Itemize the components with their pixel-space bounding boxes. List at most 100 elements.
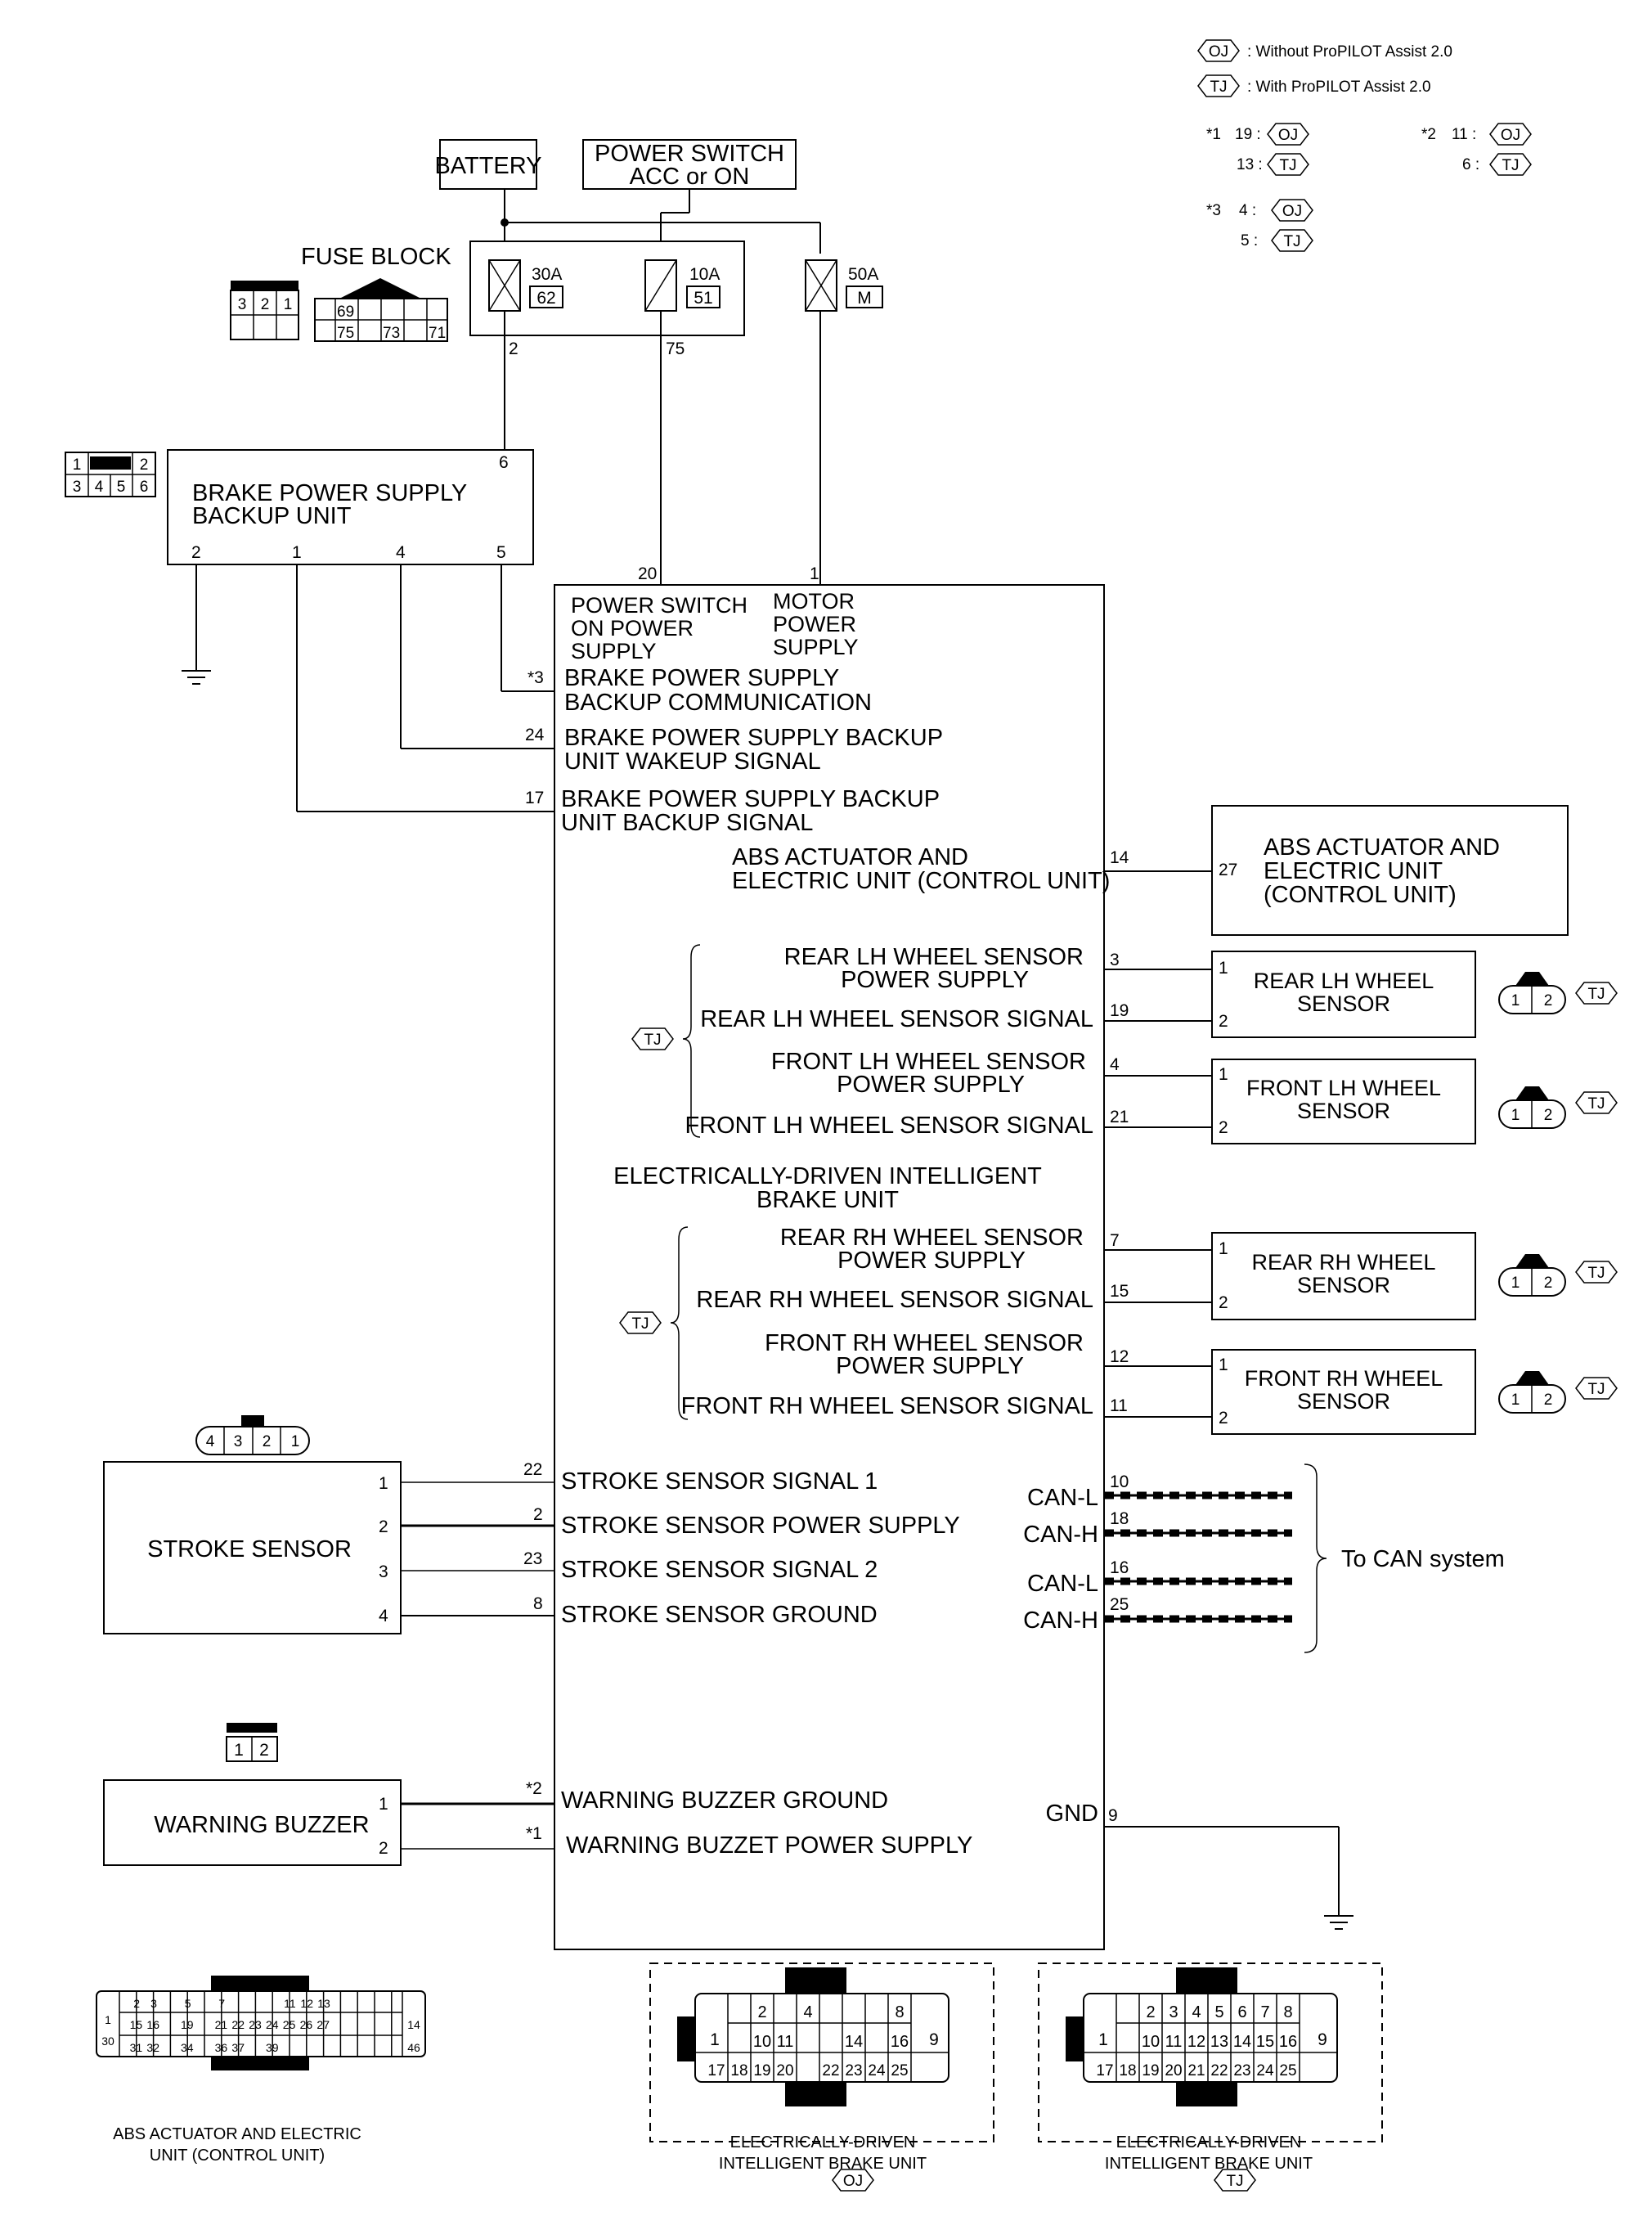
note2-b: 6 :: [1462, 156, 1479, 173]
motor-label-2: POWER: [773, 612, 856, 636]
abs-unit-label-3: (CONTROL UNIT): [1264, 882, 1457, 908]
connector-pin-label: 11: [777, 2033, 794, 2051]
tj-bracket-rh: [670, 1226, 689, 1420]
front-rh-label-2: SENSOR: [1297, 1389, 1390, 1414]
power-switch-label-1: POWER SWITCH: [595, 141, 784, 167]
svg-text:1: 1: [73, 456, 82, 474]
backup-pin-1: 1: [292, 543, 302, 562]
tj-bracket-lh: [682, 944, 701, 1138]
backup-label-2: UNIT BACKUP SIGNAL: [561, 810, 813, 836]
fuse2-no: 51: [694, 289, 712, 308]
pin-18: 18: [1110, 1509, 1129, 1528]
svg-text:1: 1: [1219, 1065, 1228, 1084]
pin-24: 24: [525, 726, 545, 744]
svg-text:2: 2: [1219, 1293, 1228, 1312]
can-bracket: [1304, 1463, 1327, 1653]
unit-label-1: ELECTRICALLY-DRIVEN INTELLIGENT: [613, 1163, 1042, 1189]
svg-text:1: 1: [284, 296, 293, 313]
oj-tag-icon: [1197, 39, 1240, 62]
fr-pwr-label-1: FRONT RH WHEEL SENSOR: [765, 1330, 1084, 1356]
connector-pin-label: 18: [1119, 2062, 1136, 2079]
svg-text:3: 3: [238, 296, 247, 313]
connector-pin-label: 18: [730, 2062, 747, 2079]
oj-tag-icon: [1489, 123, 1532, 146]
fuse-pin-75: 75: [666, 339, 685, 358]
legend-tj-code: TJ: [1210, 79, 1227, 96]
abs-pin-27: 27: [1219, 861, 1237, 879]
fuse1-amp: 30A: [532, 265, 562, 284]
pin-8: 8: [533, 1594, 543, 1613]
buzzer-connector: 1 2: [226, 1723, 278, 1762]
pin-11: 11: [1110, 1396, 1128, 1415]
svg-text:TJ: TJ: [631, 1315, 649, 1333]
connector-pin-label: 2: [757, 2003, 766, 2021]
svg-text:1: 1: [379, 1795, 388, 1814]
psw-label-2: ON POWER: [571, 616, 694, 641]
svg-text:2: 2: [1544, 1107, 1553, 1124]
psw-label-1: POWER SWITCH: [571, 593, 747, 618]
svg-text:69: 69: [337, 303, 354, 321]
front-rh-label-1: FRONT RH WHEEL: [1245, 1366, 1443, 1391]
rr-sig-label: REAR RH WHEEL SENSOR SIGNAL: [696, 1287, 1093, 1313]
fr-sig-label: FRONT RH WHEEL SENSOR SIGNAL: [681, 1393, 1093, 1419]
svg-text:71: 71: [429, 325, 446, 342]
note1-tj: TJ: [1279, 157, 1296, 174]
svg-text:1: 1: [1511, 1392, 1520, 1409]
tj-tag-icon: [1271, 229, 1313, 252]
rear-rh-label-2: SENSOR: [1297, 1273, 1390, 1297]
connector-pin-label: 10: [753, 2033, 771, 2051]
rl-sig-label: REAR LH WHEEL SENSOR SIGNAL: [700, 1006, 1093, 1032]
abs-actuator-unit: ABS ACTUATOR AND ELECTRIC UNIT (CONTROL …: [1211, 805, 1569, 936]
svg-text:4: 4: [206, 1433, 215, 1450]
fuse3-no: M: [857, 289, 872, 308]
pin-10: 10: [1110, 1472, 1129, 1491]
svg-text:4: 4: [95, 479, 104, 496]
connector-pin-label: 11: [1165, 2033, 1183, 2051]
psw-label-3: SUPPLY: [571, 639, 657, 663]
note1-mark: *1: [1206, 126, 1221, 143]
can-l-label-1: CAN-L: [1027, 1485, 1098, 1511]
svg-text:TJ: TJ: [1587, 986, 1605, 1003]
svg-text:2: 2: [261, 296, 270, 313]
pin-19: 19: [1110, 1001, 1129, 1020]
note3-mark: *3: [1206, 202, 1221, 219]
rear-lh-sensor-box: [1211, 951, 1476, 1038]
connector-pin-label: 11: [284, 1997, 296, 2010]
connector-pin-label: 2: [1146, 2003, 1155, 2021]
can-destination-label: To CAN system: [1341, 1546, 1505, 1572]
abs-label-2: ELECTRIC UNIT (CONTROL UNIT): [732, 868, 1110, 894]
svg-text:2: 2: [263, 1433, 272, 1450]
svg-text:3: 3: [234, 1433, 243, 1450]
ebu-oj-caption-1: ELECTRICALLY-DRIVEN: [730, 2133, 916, 2151]
svg-text:1: 1: [1511, 1275, 1520, 1292]
svg-text:TJ: TJ: [1587, 1095, 1605, 1113]
connector-pin-label: 36: [215, 2041, 228, 2054]
connector-pin-label: 23: [1233, 2062, 1250, 2079]
pin-20: 20: [638, 564, 657, 583]
wake-label-1: BRAKE POWER SUPPLY BACKUP: [564, 725, 943, 751]
connector-pin-label: 20: [776, 2062, 793, 2079]
fuse2-amp: 10A: [689, 265, 720, 284]
connector-pin-label: 12: [300, 1997, 313, 2010]
stroke-sensor-box: [103, 1461, 402, 1634]
svg-text:2: 2: [1544, 1392, 1553, 1409]
svg-text:75: 75: [337, 325, 354, 342]
pin-22: 22: [523, 1460, 542, 1479]
pin-3: 3: [1110, 951, 1120, 969]
battery-box: [439, 139, 537, 190]
can-h-label-2: CAN-H: [1023, 1607, 1098, 1634]
note3-a: 4 :: [1239, 202, 1256, 219]
note1-b: 13 :: [1237, 156, 1263, 173]
motor-label-1: MOTOR: [773, 589, 855, 614]
connector-pin-label: 16: [146, 2018, 159, 2031]
connector-pin-label: 23: [249, 2018, 262, 2031]
wbgnd-label: WARNING BUZZER GROUND: [561, 1787, 888, 1814]
legend-oj-text: : Without ProPILOT Assist 2.0: [1247, 43, 1452, 61]
connector-pin-label: 14: [407, 2018, 420, 2031]
connector-pin-label: 24: [1256, 2062, 1274, 2079]
front-lh-label-2: SENSOR: [1297, 1099, 1390, 1123]
svg-text:3: 3: [73, 479, 82, 496]
